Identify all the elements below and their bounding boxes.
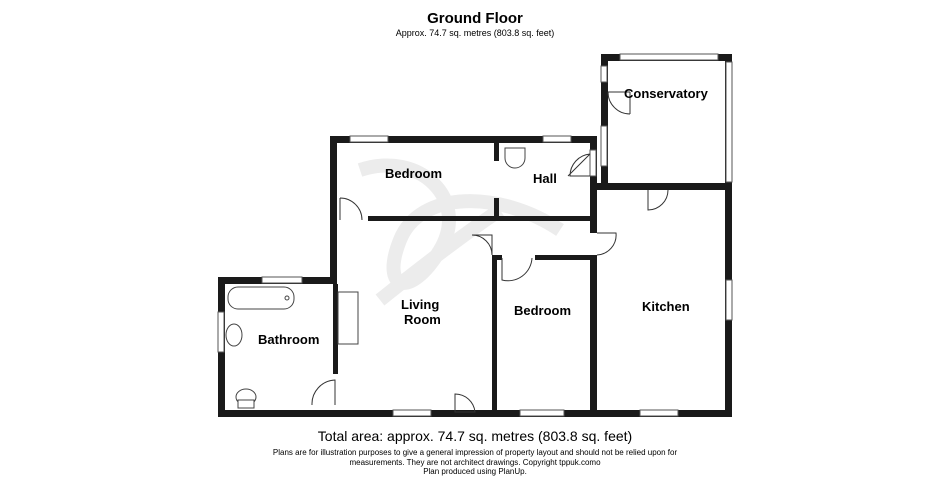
bathroom-window-top bbox=[261, 276, 303, 284]
hall-corridor-door-right bbox=[596, 232, 617, 256]
room-label-kitchen: Kitchen bbox=[642, 299, 690, 314]
kitchen-window-bottom bbox=[639, 409, 679, 417]
wardrobe bbox=[337, 291, 359, 345]
total-area: Total area: approx. 74.7 sq. metres (803… bbox=[317, 428, 633, 444]
room-label-conservatory: Conservatory bbox=[624, 86, 709, 101]
living-door bbox=[311, 379, 336, 406]
bedroom-mid-door bbox=[501, 257, 533, 282]
disclaimer: Plans are for illustration purposes to g… bbox=[250, 448, 700, 477]
front-door bbox=[454, 393, 476, 413]
interior-walls bbox=[333, 143, 591, 410]
watermark bbox=[357, 158, 564, 306]
disclaimer-line-3: Plan produced using PlanUp. bbox=[423, 467, 527, 476]
room-label-hall: Hall bbox=[533, 171, 557, 186]
conservatory-window-left bbox=[600, 65, 608, 83]
disclaimer-line-1: Plans are for illustration purposes to g… bbox=[272, 448, 678, 457]
room-label-bathroom: Bathroom bbox=[258, 332, 319, 347]
bathroom-window-left bbox=[217, 311, 225, 353]
living-window bbox=[392, 409, 432, 417]
hall-basin-icon bbox=[504, 147, 526, 169]
kitchen-window-right bbox=[725, 279, 733, 321]
hall-corridor-door-left bbox=[471, 234, 493, 256]
room-label-living-line2: Room bbox=[404, 312, 441, 327]
kitchen-door bbox=[647, 189, 669, 211]
disclaimer-line-2: measurements. They are not architect dra… bbox=[349, 457, 601, 467]
plan-title: Ground Floor bbox=[427, 10, 523, 27]
hall-window bbox=[542, 135, 572, 143]
conservatory-window-left-low bbox=[600, 125, 608, 167]
room-label-bedroom-mid: Bedroom bbox=[514, 303, 571, 318]
plan-subtitle: Approx. 74.7 sq. metres (803.8 sq. feet) bbox=[395, 28, 555, 38]
bedroom-window-bottom bbox=[519, 409, 565, 417]
toilet-cistern-icon bbox=[237, 399, 255, 409]
conservatory-window-right bbox=[725, 61, 733, 183]
bath-tap-icon bbox=[284, 295, 290, 301]
bedroom-window bbox=[349, 135, 389, 143]
basin-icon bbox=[225, 323, 243, 347]
bedroom-door bbox=[339, 197, 363, 221]
hall-side-window bbox=[589, 149, 597, 177]
conservatory-door bbox=[607, 91, 631, 115]
hall-door bbox=[567, 153, 591, 177]
room-label-bedroom-top: Bedroom bbox=[385, 166, 442, 181]
conservatory-walls bbox=[593, 54, 732, 190]
room-label-living-line1: Living bbox=[401, 297, 439, 312]
conservatory-window-top bbox=[619, 53, 719, 61]
bath-tub bbox=[227, 286, 295, 310]
